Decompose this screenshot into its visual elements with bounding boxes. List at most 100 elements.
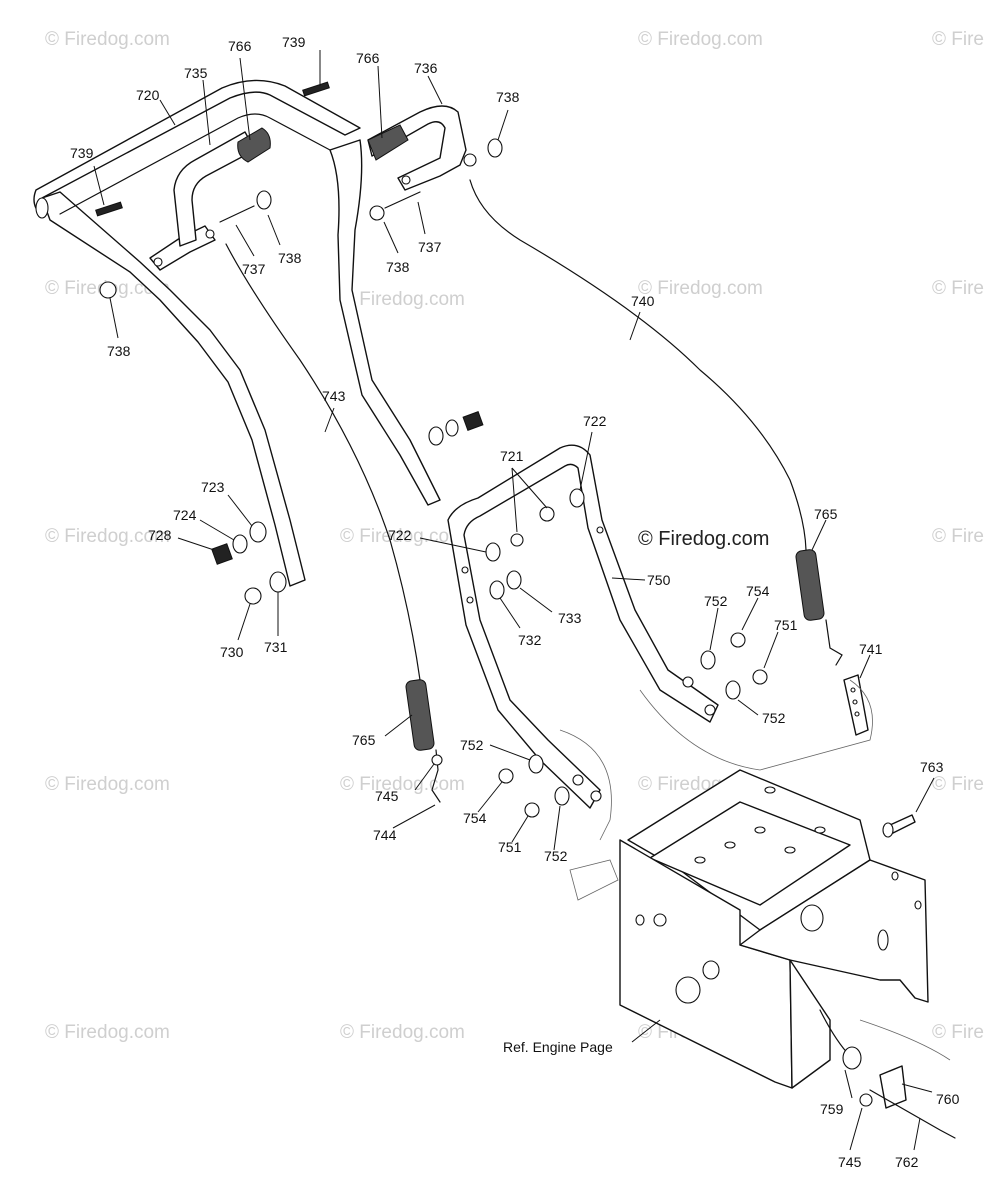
leader [741,597,759,631]
cable-740 [469,179,807,551]
bolt-763 [882,814,916,838]
leader [384,714,413,737]
reference-note: Ref. Engine Page [503,1039,613,1055]
leader [235,224,255,257]
callout-737: 737 [242,261,266,277]
watermark: © Firedog.com [45,526,170,547]
leader [579,431,593,491]
pivot-hole [205,229,215,239]
callout-752: 752 [460,737,484,753]
spring-hole [850,687,856,693]
control-bail-736 [367,105,477,191]
frame-hole [675,976,701,1004]
callout-745: 745 [375,788,399,804]
handle-right-tube [329,139,441,506]
callout-735: 735 [184,65,208,81]
washer-723 [249,521,267,543]
engine-frame [619,769,929,1089]
spring-hole [854,711,860,717]
nut-745 [431,754,443,766]
leader [383,221,399,254]
callout-759: 759 [820,1101,844,1117]
sleeve-icon [795,549,825,621]
leader [237,603,251,641]
frame-slot [724,841,736,849]
washer-752 [700,650,716,670]
leader [489,744,531,761]
callout-762: 762 [895,1154,919,1170]
watermark: © Firedog.com [45,29,170,50]
leader [511,815,529,843]
frame-slot [814,826,826,834]
copyright-label: © Firedog.com [638,528,769,550]
leader [737,699,759,716]
watermark: © Fire [932,29,984,50]
rod-762 [869,1089,956,1139]
leader [324,407,335,433]
callout-751: 751 [498,839,522,855]
cable-end-hardware [819,1009,956,1139]
callout-739: 739 [70,145,94,161]
callout-724: 724 [173,507,197,523]
callout-752: 752 [544,848,568,864]
knob-728 [211,543,233,565]
callout-763: 763 [920,759,944,775]
frame-slot [764,786,776,794]
callout-733: 733 [558,610,582,626]
cables [225,179,807,681]
callout-722: 722 [388,527,412,543]
lower-handle-750 [447,444,719,809]
callout-752: 752 [762,710,786,726]
leader [511,467,518,533]
washer-752 [554,786,570,806]
watermark: © Firedog.com [45,1022,170,1043]
bolt-751 [524,802,540,818]
leader [849,1107,863,1151]
callout-743: 743 [322,388,346,404]
washer-752 [725,680,741,700]
leader [915,777,935,813]
ghost-path [859,1019,951,1061]
bolt-754 [498,768,514,784]
watermark: © Firedog.com [340,526,465,547]
leader [267,214,281,246]
leader [511,467,548,509]
washer-732 [489,580,505,600]
pivot-hole [463,153,477,167]
bolt-751 [752,669,768,685]
frame-hole [800,904,824,932]
mount-hole [572,774,584,786]
leader-lines [93,50,935,1151]
leader [109,297,119,339]
leader [763,631,779,669]
nut-738 [369,205,385,221]
leader [709,607,719,651]
decal-icon [302,81,330,97]
ghost-path [639,679,873,771]
bolt-721 [510,533,524,547]
sleeve-icon [405,679,435,751]
callout-730: 730 [220,644,244,660]
bolt-721 [539,506,555,522]
spring-hole [852,699,858,705]
watermark: © Fire [932,774,984,795]
bolt-head [882,822,894,838]
washer-724 [232,534,248,554]
mount-hole [466,596,474,604]
callout-738: 738 [107,343,131,359]
callout-751: 751 [774,617,798,633]
lower-handle-frame [447,444,719,809]
frame-right-plate [739,859,929,1003]
leader [859,654,871,679]
pivot-hole [401,175,411,185]
frame-hole [653,913,667,927]
watermark: © Firedog.com [340,1022,465,1043]
leader [199,519,235,541]
leader [497,109,509,141]
washer-738 [487,138,503,158]
callout-732: 732 [518,632,542,648]
callout-760: 760 [936,1091,960,1107]
bail-arm-right [367,105,467,191]
leader [629,311,641,341]
